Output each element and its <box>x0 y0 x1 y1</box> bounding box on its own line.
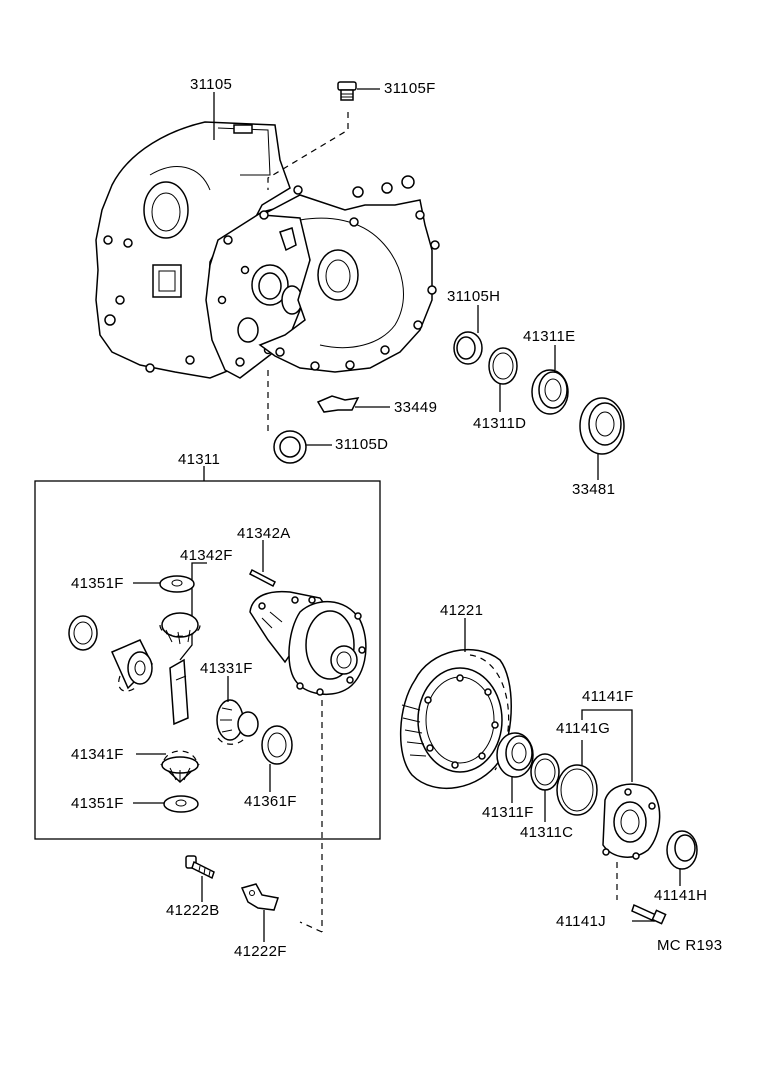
plug-31105F <box>337 81 357 101</box>
transaxle-housing <box>95 121 440 379</box>
label-31105F: 31105F <box>384 80 436 97</box>
label-31105: 31105 <box>190 76 233 93</box>
label-31105D: 31105D <box>335 436 389 453</box>
label-41141F: 41141F <box>582 688 634 705</box>
shaft-41342F <box>169 658 189 726</box>
label-41221: 41221 <box>440 602 484 619</box>
label-41222F: 41222F <box>234 943 287 960</box>
bearing-41311E <box>531 369 569 415</box>
washer-41351F-bottom <box>163 795 199 813</box>
pin-41342A <box>248 568 277 588</box>
seal-41141H <box>666 830 698 870</box>
differential-assembly-box <box>34 480 381 840</box>
side-gear-41331F <box>216 699 259 745</box>
label-41351F-bottom: 41351F <box>71 795 124 812</box>
label-41311D: 41311D <box>473 415 527 432</box>
label-31105H: 31105H <box>447 288 501 305</box>
pinion-gear-41341F <box>160 750 200 784</box>
side-gear-left <box>111 639 153 692</box>
diagram-code: MC R193 <box>657 937 723 954</box>
pinion-gear-top <box>159 612 201 645</box>
plate-33449 <box>316 395 360 413</box>
label-41141G: 41141G <box>556 720 611 737</box>
differential-case <box>249 590 367 696</box>
label-41342F: 41342F <box>180 547 233 564</box>
label-41311E: 41311E <box>523 328 576 345</box>
label-33481: 33481 <box>572 481 616 498</box>
bearing-41311F <box>496 732 534 778</box>
label-41342A: 41342A <box>237 525 291 542</box>
label-41311: 41311 <box>178 451 221 468</box>
seal-33481 <box>579 397 625 455</box>
label-41351F-top: 41351F <box>71 575 124 592</box>
bolt-41141J <box>631 903 667 925</box>
label-41222B: 41222B <box>166 902 220 919</box>
label-41361F: 41361F <box>244 793 297 810</box>
washer-41351F-top <box>159 575 195 593</box>
label-41141J: 41141J <box>556 913 606 930</box>
label-41331F: 41331F <box>200 660 253 677</box>
label-41341F: 41341F <box>71 746 124 763</box>
bolt-41222B <box>185 855 215 880</box>
shim-41311C <box>530 753 560 791</box>
ring-gear-41221 <box>399 648 512 789</box>
label-33449: 33449 <box>394 399 438 416</box>
washer-41361F <box>261 725 293 765</box>
label-41311F: 41311F <box>482 804 534 821</box>
retainer-41141F <box>602 783 661 860</box>
lock-plate-41222F <box>240 883 279 911</box>
label-41141H: 41141H <box>654 887 708 904</box>
seal-31105H <box>453 331 483 365</box>
label-41311C: 41311C <box>520 824 574 841</box>
o-ring-41141G <box>556 764 598 816</box>
shim-41311D <box>488 347 518 385</box>
seal-31105D <box>273 430 307 464</box>
washer-side-left <box>68 615 98 651</box>
